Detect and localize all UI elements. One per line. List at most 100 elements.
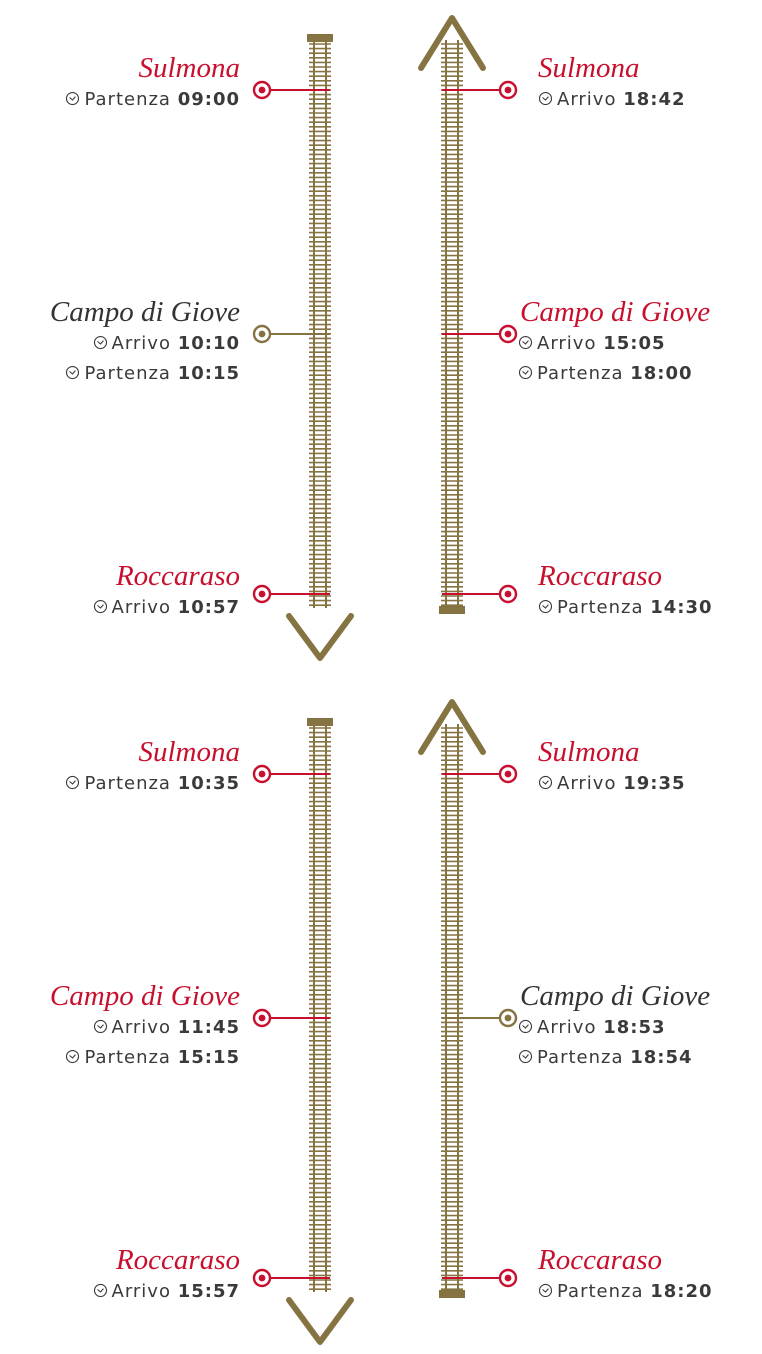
time-label: Partenza [84,89,171,110]
arrow-down-icon [286,1297,354,1345]
arrivo-time-row: Arrivo 11:45 [93,1016,241,1040]
partenza-time-row: Partenza 15:15 [65,1046,240,1070]
time-label: Arrivo [111,1281,171,1302]
track-drawing [252,15,518,661]
partenza-time-row: Partenza 18:20 [538,1280,713,1304]
arrow-up-icon [418,699,486,755]
station-marker-icon [252,1268,330,1288]
station-name: Campo di Giove [520,980,711,1012]
station-name: Campo di Giove [49,296,240,328]
railway-track [286,34,354,661]
time-value: 10:35 [177,773,240,794]
track-drawing [252,699,518,1345]
time-value: 09:00 [177,89,240,110]
station-name: Sulmona [138,736,241,768]
partenza-time-row: Partenza 10:35 [65,772,240,796]
time-label: Arrivo [537,1017,597,1038]
buffer-stop [439,1290,465,1298]
clock-icon [93,335,107,350]
arrivo-time-row: Arrivo 15:05 [518,332,666,356]
time-label: Partenza [537,1047,624,1068]
clock-icon [518,365,533,380]
station-name: Roccaraso [115,560,240,592]
time-value: 14:30 [650,597,713,618]
time-label: Arrivo [111,597,171,618]
arrow-up-icon [418,15,486,71]
arrow-down-icon [286,613,354,661]
clock-icon [538,775,553,790]
time-value: 18:42 [623,89,686,110]
station-marker-icon [442,1008,518,1028]
station-name: Roccaraso [538,560,663,592]
time-value: 10:15 [177,363,240,384]
station-marker-icon [442,1268,518,1288]
arrivo-time-row: Arrivo 15:57 [93,1280,241,1304]
station-marker-icon [252,584,330,604]
partenza-time-row: Partenza 10:15 [65,362,240,386]
time-label: Arrivo [111,333,171,354]
station-marker-icon [252,1008,330,1028]
time-label: Partenza [84,773,171,794]
arrivo-time-row: Arrivo 18:42 [538,88,686,112]
time-value: 18:54 [630,1047,693,1068]
time-value: 15:15 [177,1047,240,1068]
time-value: 19:35 [623,773,686,794]
time-value: 18:00 [630,363,693,384]
time-label: Partenza [537,363,624,384]
clock-icon [66,91,80,106]
station-name: Campo di Giove [49,980,240,1012]
time-value: 11:45 [177,1017,240,1038]
time-value: 18:20 [650,1281,713,1302]
buffer-stop [307,718,333,726]
buffer-stop [439,606,465,614]
time-value: 15:05 [603,333,666,354]
arrivo-time-row: Arrivo 10:57 [93,596,241,620]
station-name: Sulmona [138,52,241,84]
partenza-time-row: Partenza 18:00 [518,362,693,386]
time-value: 18:53 [603,1017,666,1038]
clock-icon [518,335,533,350]
station-marker-icon [442,324,518,344]
station-marker-icon [252,80,330,100]
clock-icon [518,1049,533,1064]
station-marker-icon [442,764,518,784]
clock-icon [66,775,80,790]
time-label: Arrivo [111,1017,171,1038]
clock-icon [66,1049,80,1064]
station-name: Sulmona [538,736,640,768]
clock-icon [93,599,107,614]
time-value: 10:10 [177,333,240,354]
station-marker-icon [442,80,518,100]
buffer-stop [307,34,333,42]
clock-icon [66,365,80,380]
time-label: Partenza [557,1281,644,1302]
partenza-time-row: Partenza 09:00 [65,88,240,112]
station-marker-icon [252,764,330,784]
railway-track [286,718,354,1345]
partenza-time-row: Partenza 14:30 [538,596,713,620]
arrivo-time-row: Arrivo 19:35 [538,772,686,796]
clock-icon [538,91,553,106]
time-label: Arrivo [557,773,617,794]
time-value: 10:57 [177,597,240,618]
partenza-time-row: Partenza 18:54 [518,1046,693,1070]
clock-icon [93,1019,107,1034]
clock-icon [538,599,553,614]
time-label: Arrivo [537,333,597,354]
station-name: Roccaraso [538,1244,663,1276]
arrivo-time-row: Arrivo 18:53 [518,1016,666,1040]
clock-icon [518,1019,533,1034]
railway-track [418,699,486,1298]
time-label: Partenza [84,363,171,384]
station-name: Sulmona [538,52,640,84]
station-marker-icon [442,584,518,604]
time-value: 15:57 [177,1281,240,1302]
clock-icon [538,1283,553,1298]
railway-track [418,15,486,614]
arrivo-time-row: Arrivo 10:10 [93,332,241,356]
clock-icon [93,1283,107,1298]
time-label: Arrivo [557,89,617,110]
station-name: Campo di Giove [520,296,711,328]
